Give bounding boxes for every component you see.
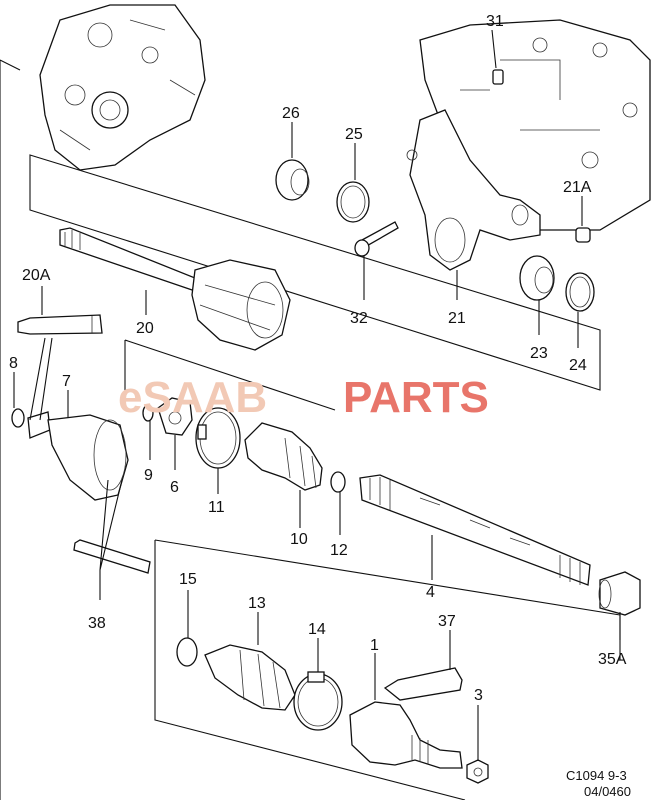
callout-13: 13 <box>248 595 266 612</box>
callout-8: 8 <box>9 355 18 372</box>
bearing-23 <box>519 255 555 301</box>
clamp-14 <box>293 671 343 731</box>
grease-tube-20A <box>17 314 103 335</box>
callout-11: 11 <box>208 499 225 516</box>
intermediate-shaft-20 <box>59 227 291 351</box>
transmission-housing <box>39 4 206 171</box>
callout-20: 20 <box>136 320 154 337</box>
callout-7: 7 <box>62 373 71 390</box>
pin-31 <box>492 69 504 85</box>
circlip-8 <box>11 408 25 428</box>
callout-4: 4 <box>426 584 435 601</box>
assembly-frame-left <box>0 59 21 800</box>
outer-boot-13 <box>204 644 296 711</box>
callout-labels: 31 26 25 21A 32 21 23 24 20A 20 8 7 9 6 … <box>9 13 627 704</box>
callout-31: 31 <box>486 13 504 30</box>
callout-32: 32 <box>350 310 368 327</box>
callout-3: 3 <box>474 687 483 704</box>
pin-tool-38 <box>73 539 151 574</box>
clamp-15 <box>176 637 198 667</box>
callout-10: 10 <box>290 531 308 548</box>
callout-38: 38 <box>88 615 106 632</box>
leader-lines <box>13 29 621 760</box>
watermark-parts: PARTS <box>343 373 489 422</box>
assembly-frame-upper <box>29 154 601 391</box>
callout-15: 15 <box>179 571 197 588</box>
circlip-25 <box>336 181 370 223</box>
reference-code: C1094 9-3 <box>566 768 627 783</box>
drive-shaft-4 <box>359 474 591 586</box>
cv-joint-1 <box>349 701 463 769</box>
callout-1: 1 <box>370 637 379 654</box>
joint-housing-7 <box>27 411 129 501</box>
boot-10 <box>244 422 323 491</box>
grease-tube-37 <box>383 667 463 701</box>
callout-25: 25 <box>345 126 363 143</box>
callout-23: 23 <box>530 345 548 362</box>
reference-number: 04/0460 <box>584 784 631 799</box>
bolt-32 <box>354 221 399 257</box>
callout-12: 12 <box>330 542 348 559</box>
callout-24: 24 <box>569 357 587 374</box>
assembly-frame-mid <box>124 339 336 411</box>
tripod-6 <box>157 397 193 436</box>
damper-35A <box>598 571 641 616</box>
clamp-12 <box>330 471 346 493</box>
callout-35A: 35A <box>598 651 627 668</box>
callout-21A: 21A <box>563 179 592 196</box>
nut-3 <box>466 759 489 784</box>
callout-6: 6 <box>170 479 179 496</box>
bearing-bracket-21 <box>406 109 541 271</box>
callout-20A: 20A <box>22 267 51 284</box>
circlip-9 <box>142 404 154 422</box>
callout-37: 37 <box>438 613 456 630</box>
callout-14: 14 <box>308 621 326 638</box>
callout-21: 21 <box>448 310 466 327</box>
callout-26: 26 <box>282 105 300 122</box>
callout-9: 9 <box>144 467 153 484</box>
watermark-esaab: eSAAB <box>118 373 267 422</box>
assembly-frame-lower <box>154 539 621 800</box>
circlip-24 <box>565 272 595 312</box>
sleeve-21A <box>575 227 591 243</box>
seal-26 <box>275 159 310 201</box>
